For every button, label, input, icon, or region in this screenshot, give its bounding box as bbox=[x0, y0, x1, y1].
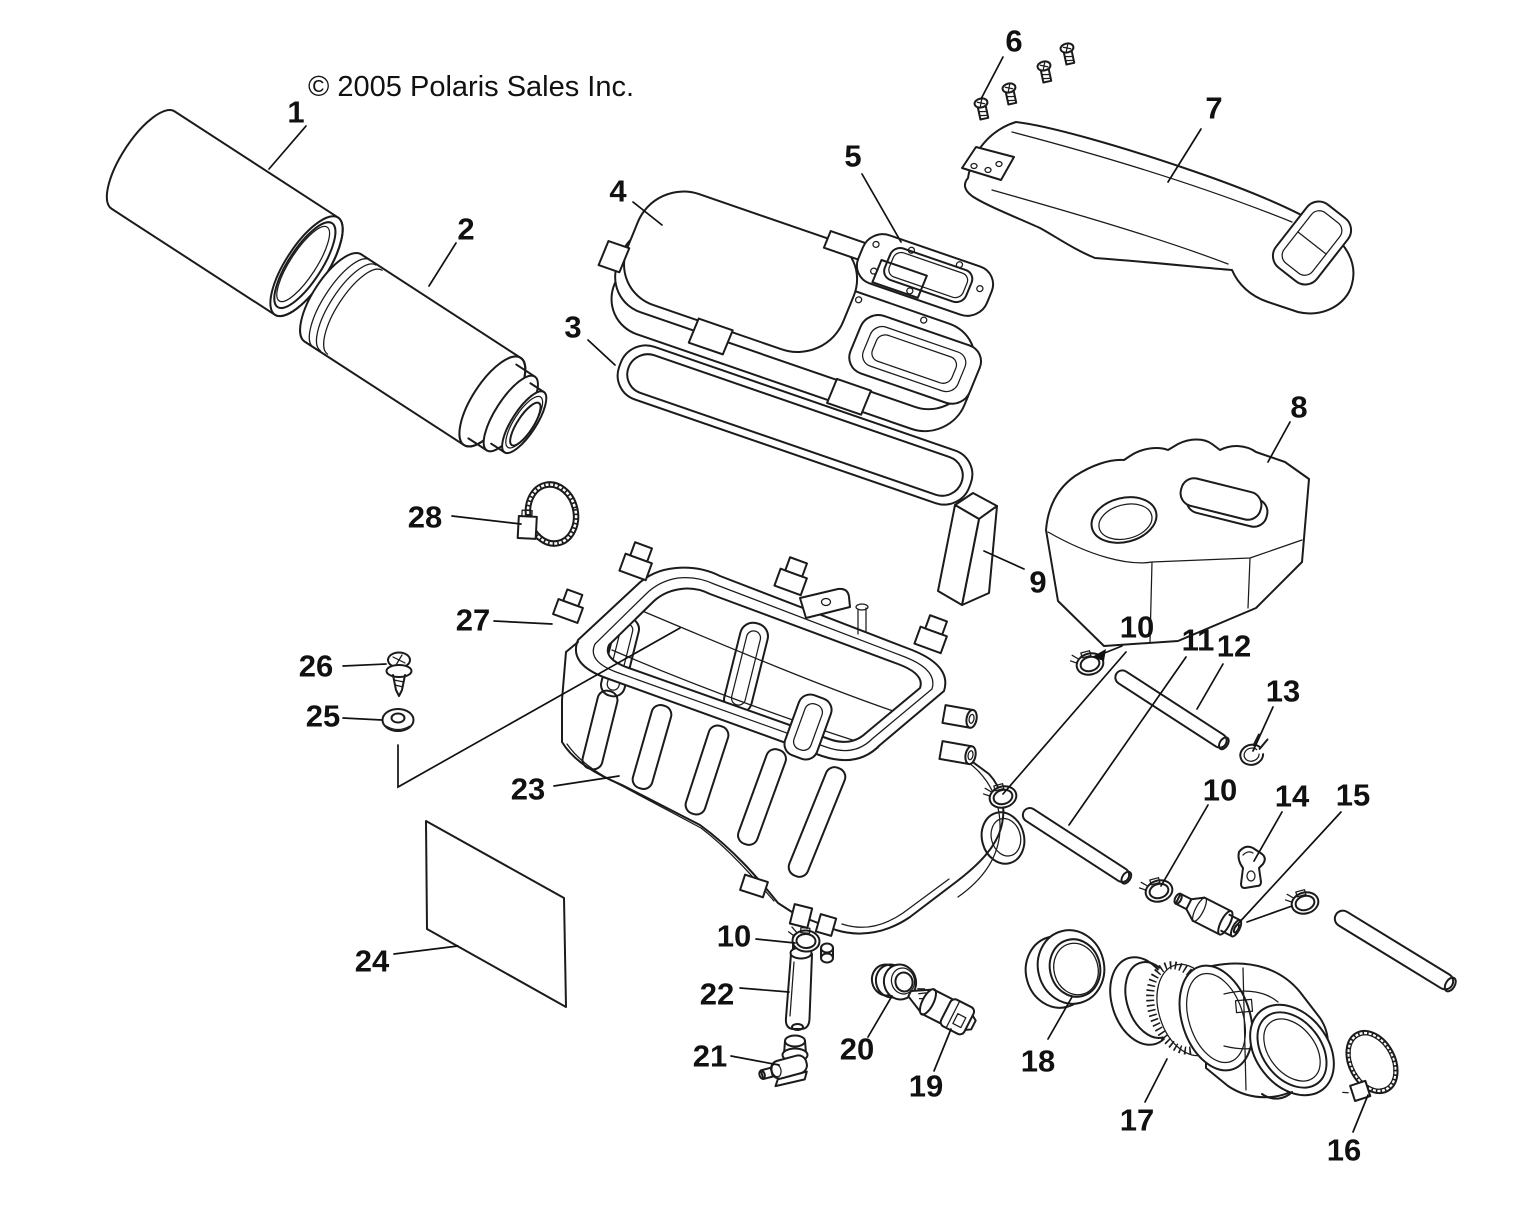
callout-8-label: 8 bbox=[1290, 390, 1307, 425]
callout-16-label: 16 bbox=[1327, 1133, 1361, 1168]
callout-10-leader bbox=[1003, 652, 1126, 794]
callout-8-leader bbox=[1268, 422, 1290, 462]
part-6-screws bbox=[972, 41, 1078, 122]
part-26-screw bbox=[387, 653, 412, 697]
callout-22-leader bbox=[740, 988, 789, 992]
callout-25-leader bbox=[343, 718, 382, 720]
callout-14-label: 14 bbox=[1275, 779, 1310, 814]
callout-6-leader bbox=[981, 57, 1003, 99]
part-14-bracket bbox=[1239, 847, 1265, 888]
callout-2-leader bbox=[429, 243, 456, 286]
part-11-vent-tube bbox=[1020, 805, 1133, 885]
part-21-drain-elbow bbox=[757, 1036, 810, 1091]
part-23-airbox-body bbox=[553, 541, 1030, 963]
callout-5-leader bbox=[862, 174, 901, 242]
callout-23-label: 23 bbox=[511, 772, 545, 807]
hose-right bbox=[1332, 908, 1458, 994]
callout-17-leader bbox=[1145, 1059, 1167, 1102]
callout-15-leader bbox=[1236, 812, 1341, 926]
part-18-spacer-ring bbox=[1018, 923, 1113, 1015]
callout-11-leader bbox=[1069, 657, 1186, 825]
part-12-vent-tube bbox=[1113, 668, 1231, 752]
part-17-intake-boot bbox=[1100, 949, 1352, 1112]
callout-22-label: 22 bbox=[700, 977, 734, 1012]
callout-5-label: 5 bbox=[844, 139, 861, 174]
callout-19-leader bbox=[934, 1029, 951, 1071]
callout-10-label: 10 bbox=[1120, 610, 1154, 645]
part-9-foam-block bbox=[938, 493, 997, 605]
callout-20-label: 20 bbox=[840, 1032, 874, 1067]
part-7-intake-duct bbox=[962, 122, 1357, 313]
callout-12-label: 12 bbox=[1217, 629, 1251, 664]
callout-10-label: 10 bbox=[1203, 773, 1237, 808]
callout-25-leader bbox=[398, 628, 680, 787]
part-16-boot-clamp bbox=[1319, 1022, 1407, 1111]
callout-24-label: 24 bbox=[355, 944, 390, 979]
callout-6-label: 6 bbox=[1005, 24, 1022, 59]
callout-21-leader bbox=[731, 1056, 779, 1065]
callout-13-leader bbox=[1253, 707, 1273, 751]
callout-7-label: 7 bbox=[1205, 91, 1222, 126]
callout-23-leader bbox=[554, 776, 619, 786]
part-20-grommet bbox=[869, 962, 919, 1003]
callout-1-leader bbox=[269, 126, 306, 169]
callout-9-label: 9 bbox=[1029, 565, 1046, 600]
part-4-airbox-cover bbox=[577, 165, 1010, 444]
part-28-hose-clamp bbox=[508, 477, 584, 553]
callout-2-label: 2 bbox=[457, 212, 474, 247]
callout-4-leader bbox=[633, 202, 662, 225]
callout-3-leader bbox=[588, 340, 615, 365]
part-19-sensor bbox=[903, 979, 980, 1038]
part-25-washer bbox=[383, 709, 414, 731]
callout-25-label: 25 bbox=[306, 699, 340, 734]
callout-18-label: 18 bbox=[1021, 1044, 1055, 1079]
callout-11-label: 11 bbox=[1182, 623, 1215, 658]
callout-19-label: 19 bbox=[909, 1069, 943, 1104]
part-3-seal bbox=[610, 338, 980, 511]
callout-16-leader bbox=[1353, 1095, 1368, 1132]
callout-17-label: 17 bbox=[1120, 1103, 1154, 1138]
callout-10-label: 10 bbox=[717, 919, 751, 954]
callout-13-label: 13 bbox=[1266, 674, 1300, 709]
callout-18-leader bbox=[1048, 997, 1072, 1039]
callout-14-leader bbox=[1254, 812, 1282, 861]
copyright: © 2005 Polaris Sales Inc. bbox=[308, 71, 634, 103]
callout-10-leader bbox=[1161, 805, 1208, 886]
part-22-drain-tube bbox=[786, 948, 812, 1031]
part-15-valve-fitting bbox=[1170, 886, 1246, 942]
callout-1-label: 1 bbox=[287, 95, 304, 130]
part-2-air-filter bbox=[288, 243, 563, 472]
callout-26-leader bbox=[343, 664, 386, 666]
part-24-foam-sheet bbox=[426, 821, 566, 1007]
part-8-outlet-cover bbox=[1046, 440, 1309, 647]
part-13-spring-clip bbox=[1236, 733, 1273, 768]
callout-28-label: 28 bbox=[408, 500, 442, 535]
callout-10-arrow bbox=[1092, 649, 1106, 661]
callout-24-leader bbox=[394, 946, 458, 954]
callout-12-leader bbox=[1197, 664, 1223, 709]
callout-15-label: 15 bbox=[1336, 778, 1370, 813]
callout-21-label: 21 bbox=[693, 1039, 727, 1074]
callout-20-leader bbox=[868, 996, 892, 1037]
part-5-adapter-plate bbox=[851, 229, 999, 321]
callout-10-leader bbox=[756, 939, 795, 943]
callout-4-label: 4 bbox=[609, 174, 627, 209]
callout-3-label: 3 bbox=[564, 310, 581, 345]
callout-27-label: 27 bbox=[456, 603, 490, 638]
callout-27-leader bbox=[494, 621, 552, 624]
callout-28-leader bbox=[452, 516, 521, 524]
callout-15-leader bbox=[1247, 906, 1292, 922]
callout-7-leader bbox=[1168, 129, 1201, 182]
part-1-filter-tube bbox=[94, 100, 356, 326]
callout-9-leader bbox=[984, 551, 1024, 569]
callout-26-label: 26 bbox=[299, 649, 333, 684]
